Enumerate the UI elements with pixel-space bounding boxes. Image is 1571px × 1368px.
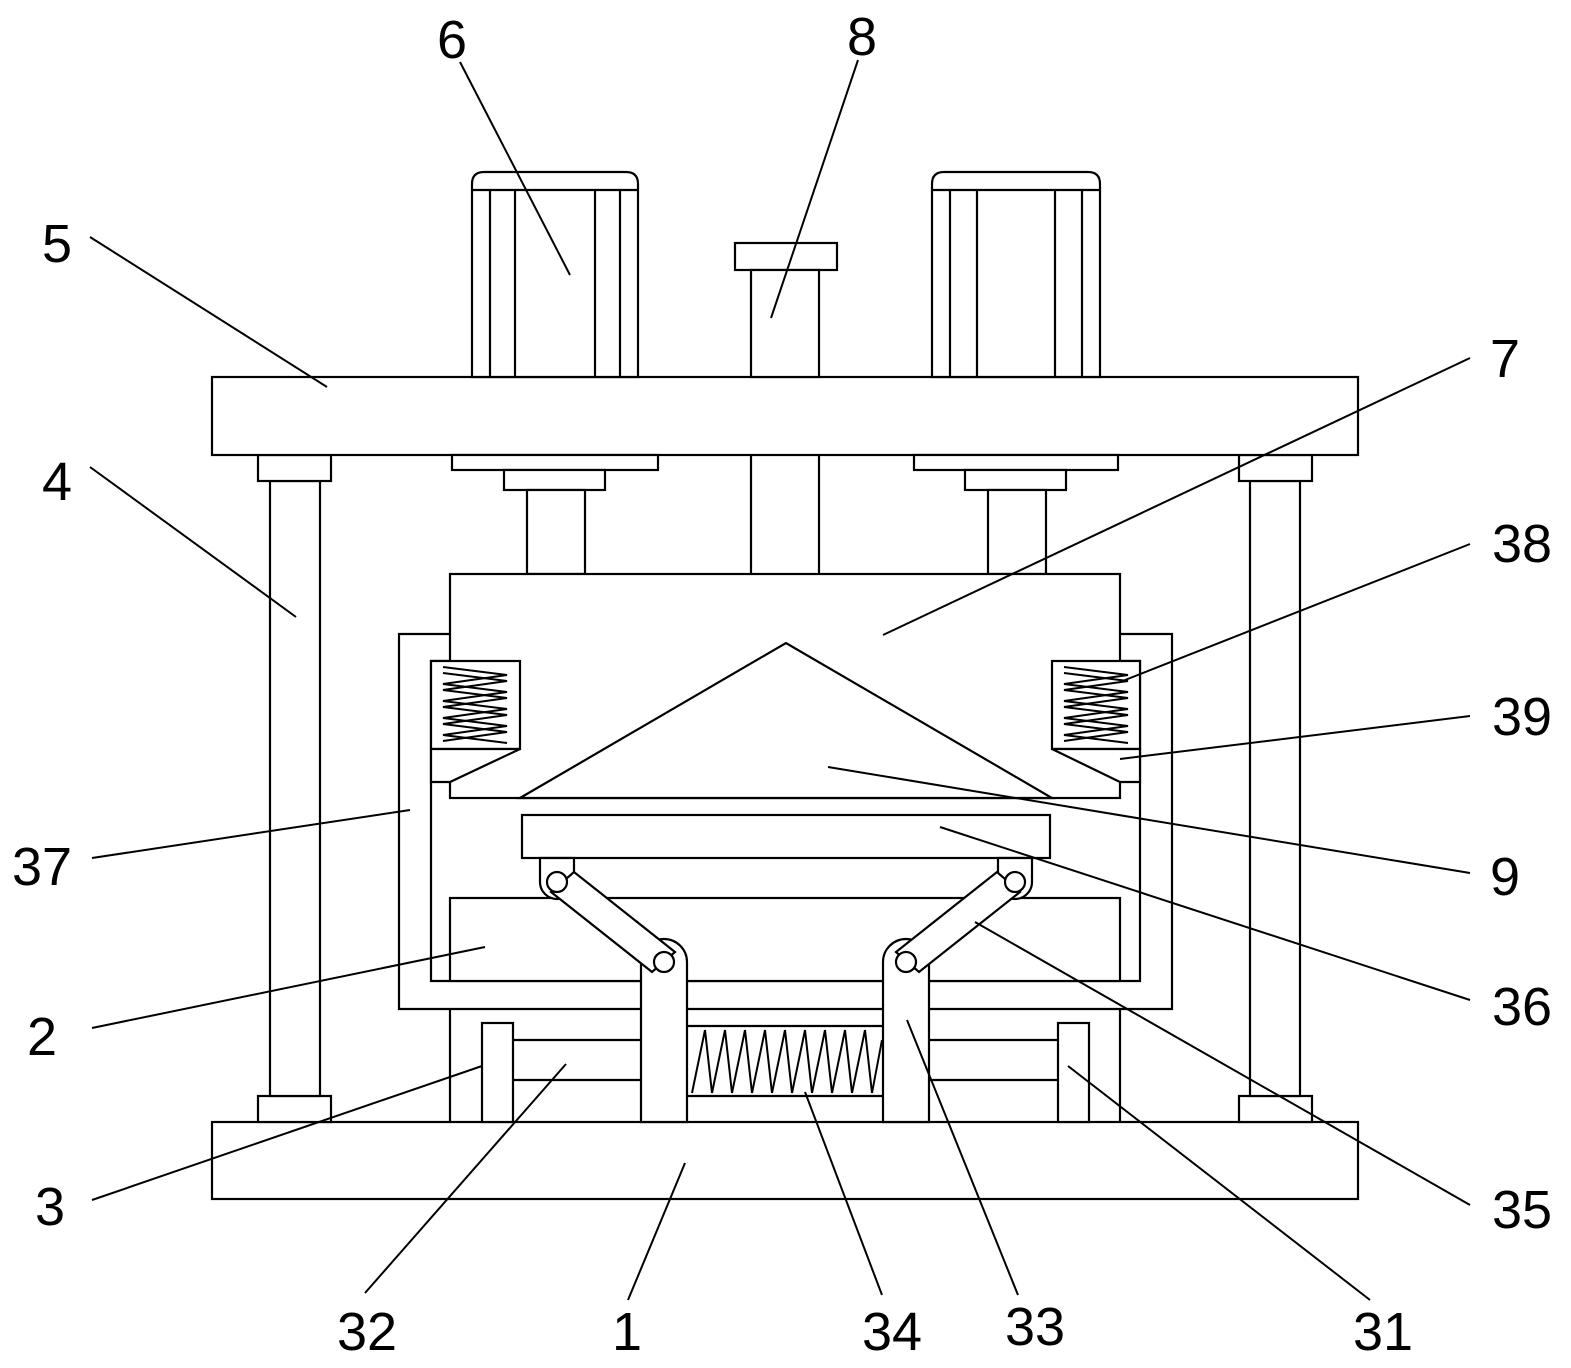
label-3: 3 [35, 1177, 65, 1237]
label-7: 7 [1490, 329, 1520, 389]
left-column [258, 455, 331, 1122]
label-8: 8 [847, 7, 877, 67]
label-1: 1 [612, 1302, 642, 1362]
label-35: 35 [1492, 1180, 1552, 1240]
base-plate [212, 1122, 1358, 1199]
left-slide-rail [513, 1040, 641, 1080]
right-motor [932, 172, 1100, 377]
right-stop [1058, 1023, 1089, 1122]
right-spring [1052, 661, 1140, 749]
right-column [1239, 455, 1312, 1122]
right-shaft [914, 455, 1118, 574]
label-38: 38 [1492, 514, 1552, 574]
horizontal-spring [687, 1026, 882, 1096]
label-37: 37 [12, 837, 72, 897]
left-motor [472, 172, 638, 377]
left-spring [431, 661, 520, 749]
label-31: 31 [1353, 1302, 1413, 1362]
right-slide-rail [930, 1040, 1058, 1080]
label-6: 6 [437, 10, 467, 70]
label-33: 33 [1005, 1297, 1065, 1357]
label-39: 39 [1492, 687, 1552, 747]
label-32: 32 [337, 1302, 397, 1362]
left-shaft [452, 455, 658, 574]
label-36: 36 [1492, 977, 1552, 1037]
label-9: 9 [1490, 847, 1520, 907]
top-plate [212, 377, 1358, 455]
label-2: 2 [27, 1007, 57, 1067]
lower-box [450, 898, 1120, 981]
left-stop [482, 1023, 513, 1122]
label-4: 4 [42, 452, 72, 512]
label-34: 34 [862, 1302, 922, 1362]
label-5: 5 [42, 214, 72, 274]
